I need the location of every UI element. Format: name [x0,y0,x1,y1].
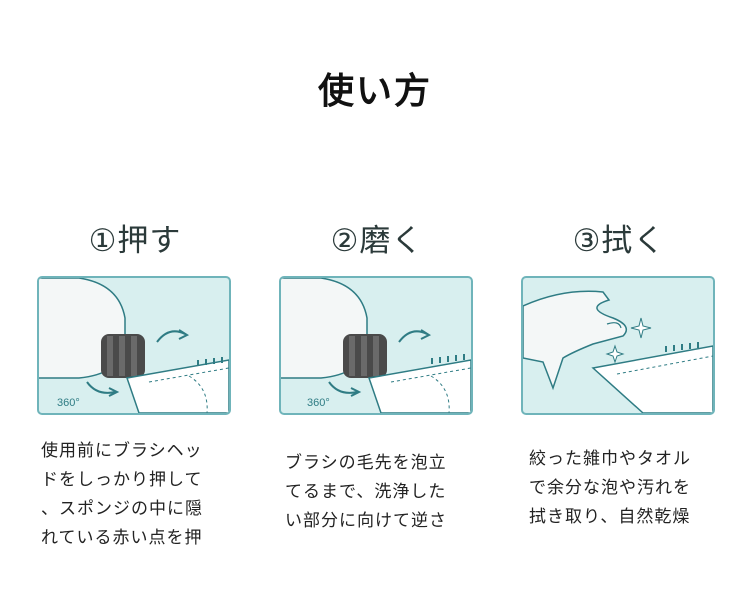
rotate-arrow-icon [86,381,116,394]
step-3-line: で余分な泡や汚れを [529,478,691,498]
rotate-arrow-icon [328,381,358,394]
step-1-line: れている赤い点を押 [41,528,203,548]
step-1-line: 使用前にブラシヘッ [41,441,203,461]
sparkle-icon [605,344,625,364]
step-2-line: い部分に向けて逆さ [285,511,447,531]
brush-head-icon [101,334,145,378]
brush-head-icon [343,334,387,378]
cloth-hand-icon [523,290,628,391]
step-3: ③拭く 絞った雑巾やタオル で余分な泡や汚れを 拭き取り、自然乾燥 [521,218,717,532]
rotate-arrow-icon [398,330,428,343]
step-3-line: 絞った雑巾やタオル [529,449,691,469]
step-2-illustration: 360° [279,276,473,415]
rotate-arrow-icon [156,330,186,343]
step-1-description: 使用前にブラシヘッ ドをしっかり押して 、スポンジの中に隠 れている赤い点を押 [41,437,233,553]
step-1: ①押す 360° 使用前にブラシヘッ ドをしっかり押 [37,218,233,553]
step-2: ②磨く 360° ブラシの毛先を泡立 てるまで、洗浄した い部分に向けて逆さ [279,218,475,536]
page-title: 使い方 [317,71,432,112]
sparkle-icon [630,317,652,339]
rotation-label: 360° [57,397,80,409]
step-1-heading: ①押す [88,223,182,259]
step-3-description: 絞った雑巾やタオル で余分な泡や汚れを 拭き取り、自然乾燥 [529,445,717,532]
step-1-illustration: 360° [37,276,231,415]
rotation-label: 360° [307,397,330,409]
step-2-line: てるまで、洗浄した [285,482,447,502]
step-3-heading: ③拭く [572,223,666,259]
step-2-heading: ②磨く [330,223,424,259]
step-3-illustration [521,276,715,415]
step-3-line: 拭き取り、自然乾燥 [529,507,691,527]
step-1-line: 、スポンジの中に隠 [41,499,203,519]
step-2-description: ブラシの毛先を泡立 てるまで、洗浄した い部分に向けて逆さ [285,449,475,536]
step-2-line: ブラシの毛先を泡立 [285,453,447,473]
step-1-line: ドをしっかり押して [41,470,203,490]
